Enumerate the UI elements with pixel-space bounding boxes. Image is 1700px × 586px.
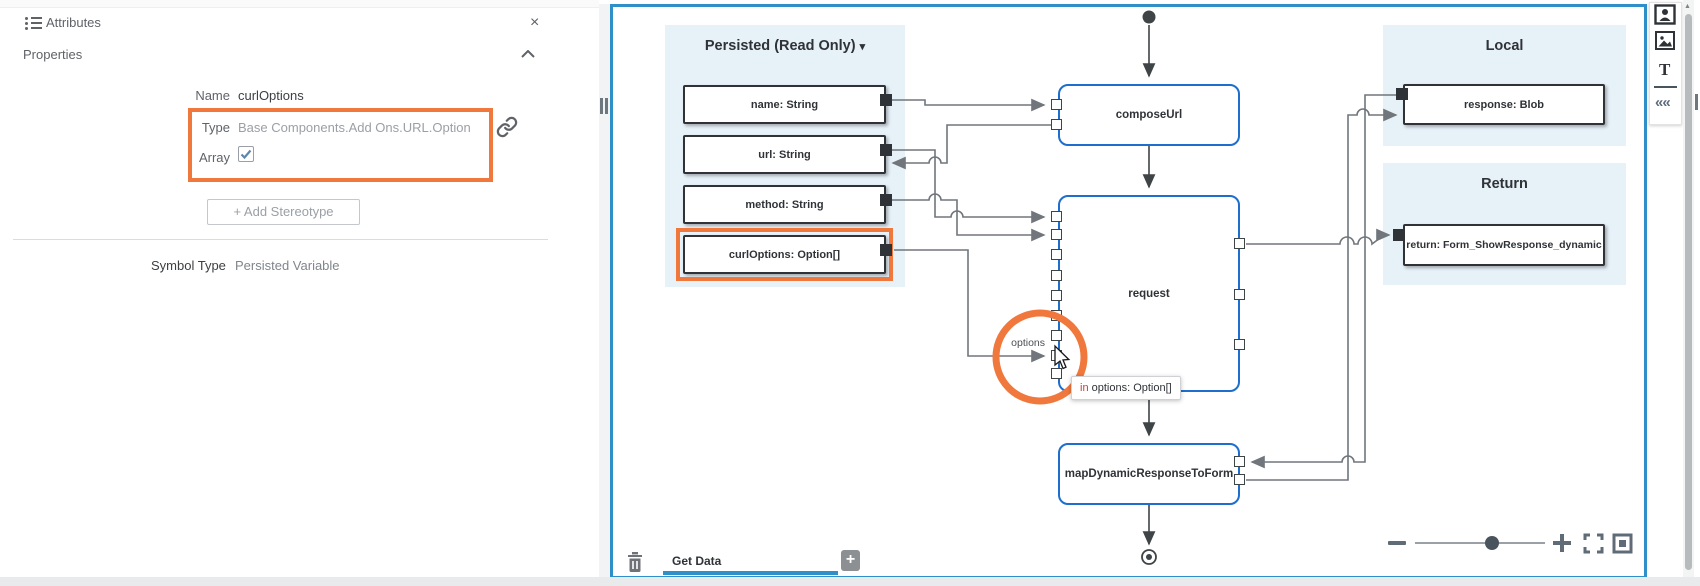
text-tool-icon[interactable]: T (1659, 60, 1671, 79)
tooltip-text: options: Option[] (1088, 382, 1172, 394)
fit-to-screen-icon[interactable] (1612, 533, 1633, 554)
add-flow-button[interactable]: + (841, 550, 860, 571)
splitter-grip-icon[interactable] (600, 98, 608, 114)
collapse-toolbar-icon[interactable]: «« (1655, 94, 1671, 111)
port-map-out[interactable] (1234, 474, 1245, 485)
fullscreen-icon[interactable] (1583, 533, 1604, 554)
collapse-section-chevron-icon[interactable] (521, 50, 535, 58)
array-checkbox[interactable] (238, 146, 254, 162)
attributes-list-icon (25, 17, 42, 30)
node-composeurl[interactable]: composeUrl (1058, 84, 1240, 146)
port-request-in-7[interactable] (1051, 330, 1062, 341)
properties-section-label: Properties (23, 47, 83, 62)
tooltip-direction-keyword: in (1080, 382, 1089, 394)
port-request-out-2[interactable] (1234, 289, 1245, 300)
options-port-label: options (1011, 337, 1045, 349)
symbol-type-label: Symbol Type (151, 258, 226, 273)
port-request-in-options[interactable] (1051, 350, 1062, 361)
image-tool-icon[interactable] (1655, 31, 1675, 50)
variable-box-curloptions[interactable]: curlOptions: Option[] (683, 235, 886, 274)
group-local-title[interactable]: Local (1485, 38, 1524, 54)
type-label: Type (201, 120, 230, 135)
symbol-type-value: Persisted Variable (235, 258, 340, 273)
close-icon[interactable]: × (530, 14, 540, 31)
port-map-in[interactable] (1234, 456, 1245, 467)
port-request-in-6[interactable] (1051, 310, 1062, 321)
zoom-out-button[interactable] (1388, 541, 1406, 545)
link-icon[interactable] (496, 116, 518, 138)
zoom-in-button-bar[interactable] (1560, 534, 1564, 552)
port-var-return[interactable] (1393, 229, 1405, 241)
array-label: Array (198, 150, 230, 165)
port-request-out-1[interactable] (1234, 238, 1245, 249)
toolbar-divider (1654, 86, 1677, 88)
port-var-url[interactable] (880, 144, 892, 156)
port-var-curloptions[interactable] (880, 244, 892, 256)
section-divider (13, 239, 548, 240)
vertical-scrollbar-thumb[interactable] (1685, 14, 1692, 570)
zoom-slider-handle[interactable] (1485, 536, 1499, 550)
port-var-response[interactable] (1396, 88, 1408, 100)
add-stereotype-button[interactable]: + Add Stereotype (207, 199, 360, 225)
delete-flow-trash-icon[interactable] (626, 551, 644, 572)
port-request-out-3[interactable] (1234, 339, 1245, 350)
panel-title: Attributes (46, 15, 101, 30)
right-splitter-grip-icon[interactable] (1695, 94, 1700, 110)
port-var-name[interactable] (880, 94, 892, 106)
port-request-in-1[interactable] (1051, 211, 1062, 222)
tab-get-data[interactable]: Get Data (672, 554, 722, 568)
port-var-method[interactable] (880, 194, 892, 206)
name-label: Name (195, 88, 230, 103)
port-request-in-2[interactable] (1051, 229, 1062, 240)
scrollbar-up-arrow-icon[interactable]: ▲ (1684, 3, 1691, 10)
variable-box-method[interactable]: method: String (683, 185, 886, 224)
group-persisted-title[interactable]: Persisted (Read Only) ▾ (704, 38, 866, 54)
portrait-tool-icon-selected[interactable] (1654, 4, 1676, 25)
variable-box-response[interactable]: response: Blob (1403, 84, 1605, 125)
chevron-down-icon: ▾ (859, 41, 866, 53)
type-value[interactable]: Base Components.Add Ons.URL.Option (238, 120, 471, 135)
port-composeurl-in-1[interactable] (1051, 99, 1062, 110)
port-composeurl-in-2[interactable] (1051, 119, 1062, 130)
port-tooltip: in options: Option[] (1071, 376, 1181, 400)
group-return-title[interactable]: Return (1481, 176, 1528, 192)
highlight-outline-type-array (188, 108, 493, 182)
variable-box-url[interactable]: url: String (683, 135, 886, 174)
node-mapdynamicresponsetoform[interactable]: mapDynamicResponseToForm (1058, 443, 1240, 505)
panel-top-strip (0, 0, 599, 8)
attributes-inspector-panel: Attributes × Properties Name curlOptions… (0, 0, 599, 577)
left-splitter[interactable] (599, 4, 610, 579)
port-request-in-3[interactable] (1051, 249, 1062, 260)
zoom-slider-track[interactable] (1415, 542, 1545, 544)
checkmark-icon (240, 149, 252, 160)
port-request-in-4[interactable] (1051, 270, 1062, 281)
port-request-in-5[interactable] (1051, 290, 1062, 301)
window-bottom-strip (0, 577, 1700, 586)
node-request[interactable]: request (1058, 195, 1240, 392)
name-value[interactable]: curlOptions (238, 88, 304, 103)
variable-box-return[interactable]: return: Form_ShowResponse_dynamic (1403, 224, 1605, 266)
port-request-in-9[interactable] (1051, 368, 1062, 379)
variable-box-name[interactable]: name: String (683, 85, 886, 124)
active-tab-underline (663, 571, 838, 575)
highlight-outline-curloptions (676, 228, 893, 281)
